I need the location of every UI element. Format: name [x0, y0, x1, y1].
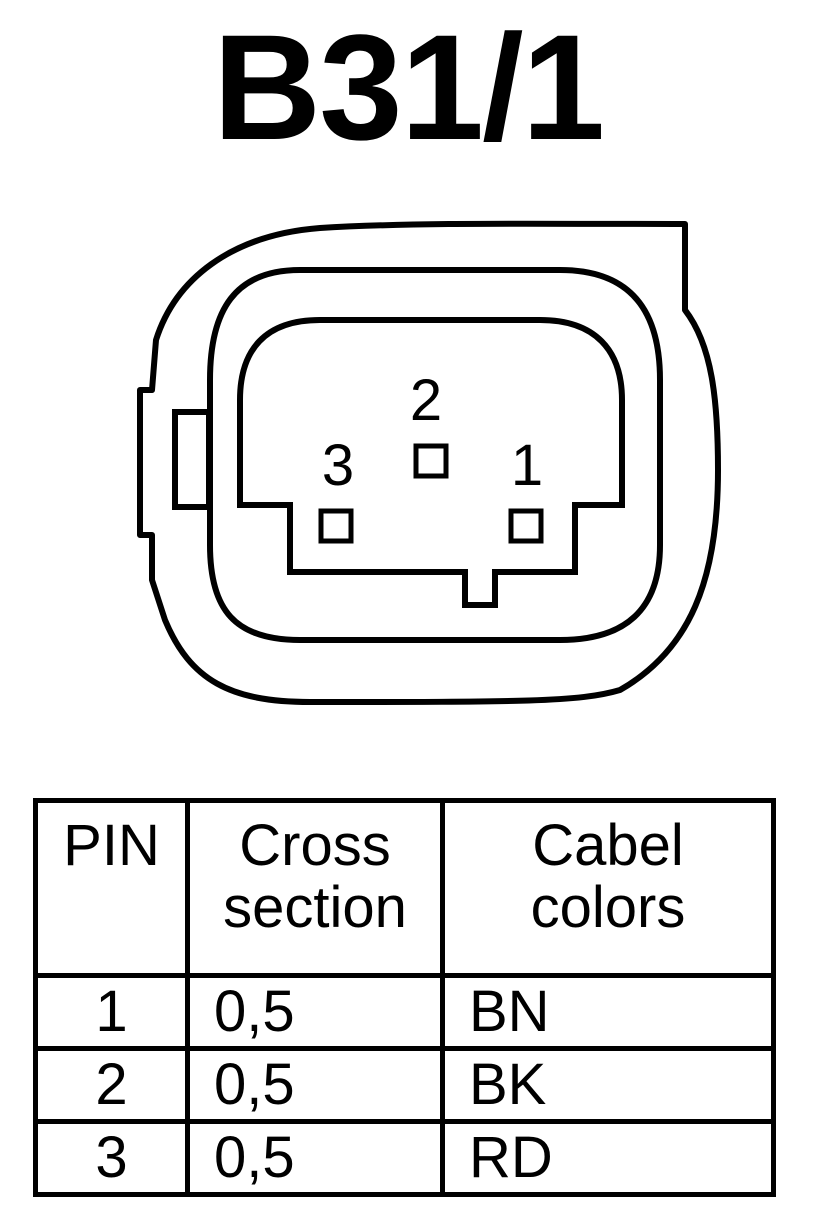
header-cross-section: Cross section: [185, 798, 445, 978]
pin-2-label: 2: [410, 368, 442, 433]
cell-cable-color: RD: [440, 1119, 776, 1197]
cell-cross-section: 0,5: [185, 1046, 445, 1124]
header-cable-colors: Cabel colors: [440, 798, 776, 978]
pin-1-label: 1: [511, 433, 543, 498]
cell-cable-color: BK: [440, 1046, 776, 1124]
connector-outer-housing: [137, 220, 721, 705]
header-pin: PIN: [33, 798, 190, 978]
connector-inner-rim: [207, 267, 663, 643]
cell-pin: 3: [33, 1119, 190, 1197]
pin-2-terminal: [413, 443, 449, 479]
header-cable-colors-line2: colors: [530, 875, 686, 940]
pin-3-terminal: [318, 508, 354, 544]
table-row: 3 0,5 RD: [33, 1119, 776, 1197]
cell-pin: 2: [33, 1046, 190, 1124]
cell-cable-color: BN: [440, 973, 776, 1051]
pin-1-terminal: [508, 508, 544, 544]
connector-title: B31/1: [212, 3, 605, 171]
connector-face-diagram: 2 3 1: [137, 220, 721, 705]
connector-side-latch: [172, 409, 212, 510]
header-cross-section-line1: Cross: [239, 813, 391, 878]
cell-cross-section: 0,5: [185, 973, 445, 1051]
table-row: 2 0,5 BK: [33, 1046, 776, 1124]
table-header-row: PIN Cross section Cabel colors: [33, 798, 776, 978]
cell-pin: 1: [33, 973, 190, 1051]
pin-assignment-table: PIN Cross section Cabel colors 1 0,5 BN …: [33, 798, 776, 1197]
header-cross-section-line2: section: [223, 875, 407, 940]
header-cable-colors-line1: Cabel: [532, 813, 684, 878]
cell-cross-section: 0,5: [185, 1119, 445, 1197]
pin-3-label: 3: [322, 433, 354, 498]
connector-inner-cavity: [237, 317, 625, 608]
table-row: 1 0,5 BN: [33, 973, 776, 1051]
